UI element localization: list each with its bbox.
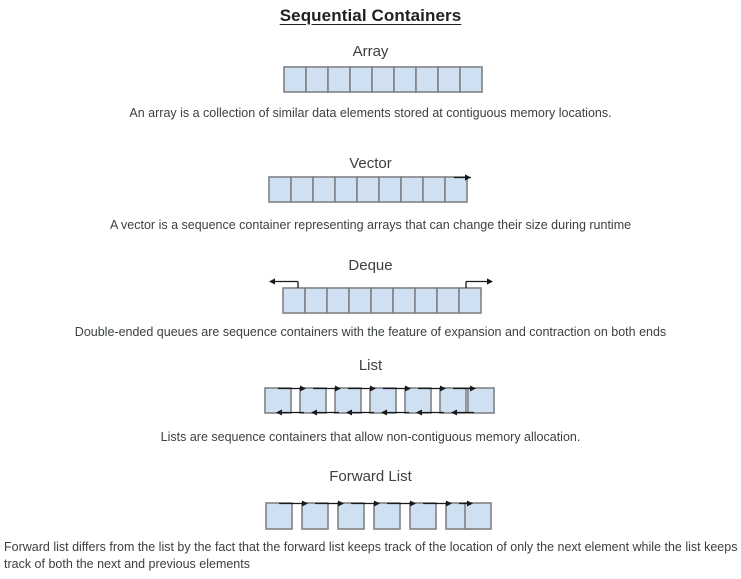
description-vector: A vector is a sequence container represe… xyxy=(109,218,632,232)
deque-diagram xyxy=(269,278,493,314)
figure-array xyxy=(283,66,489,94)
list-prev-pointer-icons xyxy=(276,409,474,416)
list-diagram xyxy=(264,385,495,416)
forward-list-next-pointer-icons xyxy=(279,500,473,507)
section-title-vector: Vector xyxy=(349,155,392,172)
vector-cells xyxy=(268,176,468,203)
figure-list xyxy=(264,385,496,416)
section-title-list: List xyxy=(358,357,383,374)
deque-right-arrow-icon xyxy=(466,278,493,285)
array-diagram xyxy=(283,66,483,93)
section-title-forward-list: Forward List xyxy=(329,468,412,485)
figure-vector xyxy=(268,174,480,204)
description-array: An array is a collection of similar data… xyxy=(129,106,612,120)
section-title-array: Array xyxy=(352,43,389,60)
description-deque: Double-ended queues are sequence contain… xyxy=(74,325,667,339)
section-title-deque: Deque xyxy=(348,257,393,274)
list-next-pointer-icons xyxy=(278,385,476,392)
description-forward-list: Forward list differs from the list by th… xyxy=(4,540,738,571)
vector-diagram xyxy=(268,174,471,203)
deque-cells xyxy=(282,287,482,314)
vector-growth-arrow-icon xyxy=(454,174,471,181)
deque-arrow-connectors xyxy=(297,281,467,288)
description-list: Lists are sequence containers that allow… xyxy=(160,430,581,444)
figure-deque xyxy=(268,278,494,315)
forward-list-diagram xyxy=(265,500,492,530)
list-cells xyxy=(264,387,495,414)
page-title: Sequential Containers xyxy=(279,6,462,25)
deque-left-arrow-icon xyxy=(269,278,298,285)
forward-list-cells xyxy=(265,502,492,530)
figure-forward-list xyxy=(265,500,493,532)
array-cells xyxy=(283,66,483,93)
